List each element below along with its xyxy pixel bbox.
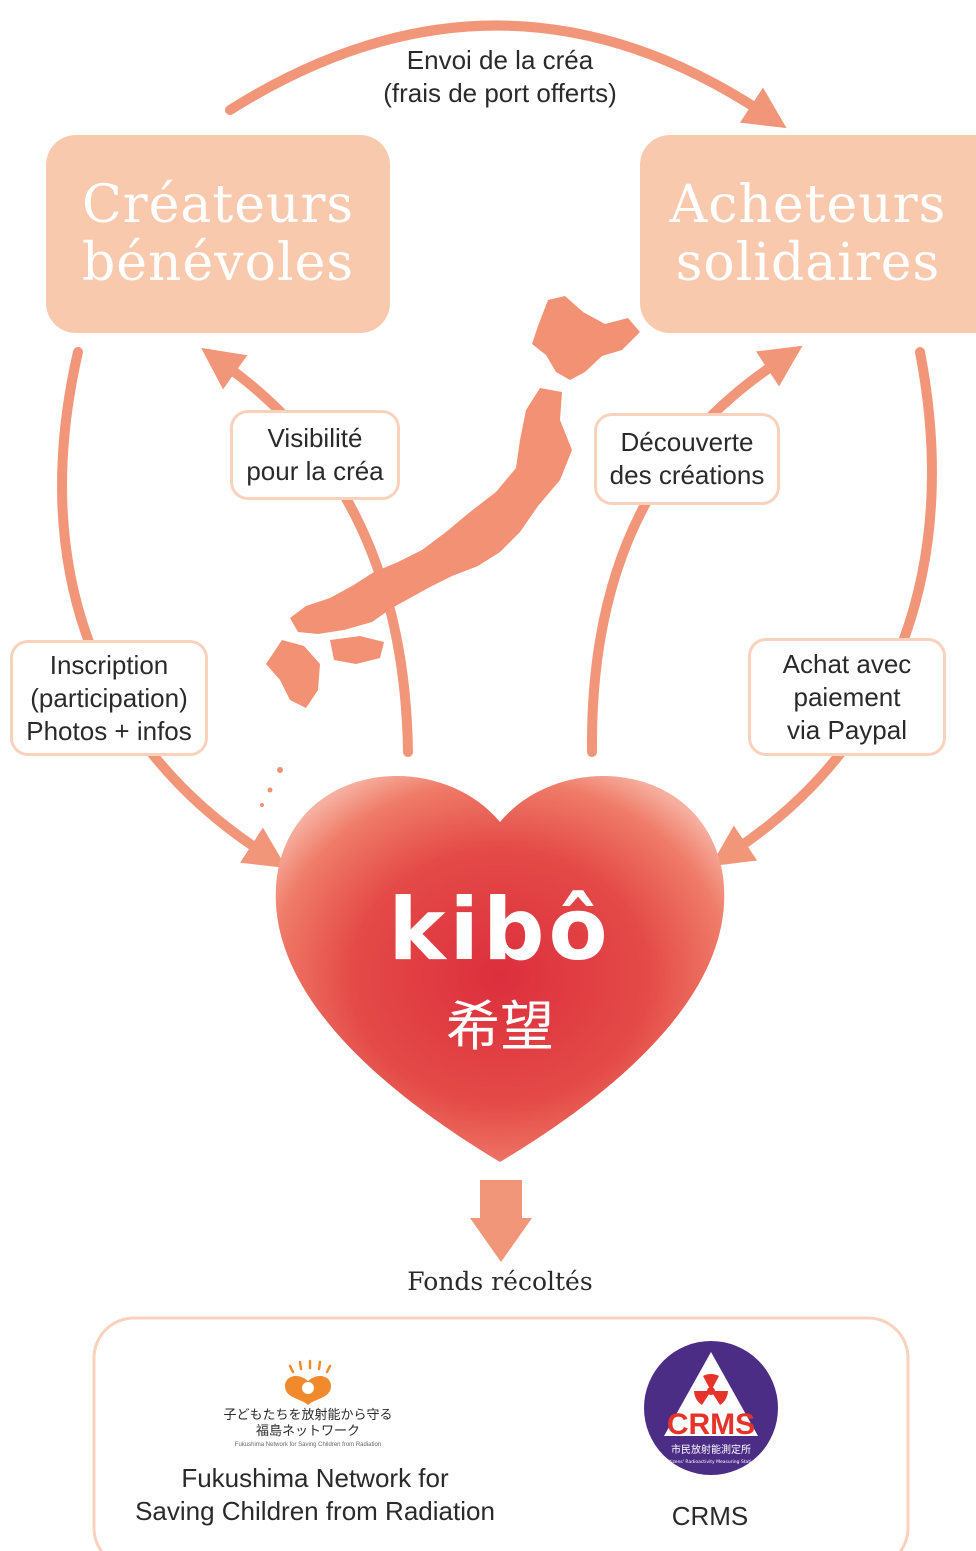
funds-label: Fonds récoltés — [407, 1267, 593, 1296]
visibility-line2: pour la créa — [246, 456, 384, 486]
left-outer-arrow — [57, 347, 287, 869]
buyers-line2: solidaires — [675, 233, 941, 293]
inscription-line3: Photos + infos — [26, 715, 192, 746]
creators-box: Créateurs bénévoles — [46, 135, 390, 333]
discovery-line1: Découverte — [620, 427, 754, 457]
left-inner-arrow — [201, 347, 413, 757]
right-outer-arrow — [710, 347, 937, 867]
top-arrow-line2: (frais de port offerts) — [383, 78, 617, 108]
purchase-line3: via Paypal — [787, 714, 907, 745]
heart-title: kibô — [388, 880, 612, 980]
discovery-line2: des créations — [609, 460, 765, 490]
top-arrow-line1: Envoi de la créa — [406, 45, 594, 75]
fukushima-logo-jp2: 福島ネットワーク — [255, 1424, 360, 1439]
visibility-bubble: Visibilité pour la créa — [230, 410, 400, 500]
heart-kanji: 希望 — [446, 995, 554, 1058]
fukushima-caption-line1: Fukushima Network for — [181, 1463, 449, 1493]
fukushima-heart-logo-icon — [285, 1359, 332, 1405]
crms-logo-jp: 市民放射能測定所 — [671, 1443, 751, 1456]
purchase-line1: Achat avec — [782, 648, 912, 679]
crms-caption: CRMS — [671, 1501, 749, 1531]
purchase-line2: paiement — [793, 681, 901, 712]
heart-icon — [275, 776, 725, 1162]
fukushima-caption: Fukushima Network for Saving Children fr… — [110, 1462, 520, 1528]
discovery-bubble: Découverte des créations — [594, 413, 780, 505]
top-arrow-label: Envoi de la créa (frais de port offerts) — [330, 44, 670, 110]
fukushima-caption-line2: Saving Children from Radiation — [135, 1496, 495, 1526]
fukushima-logo-jp1: 子どもたちを放射能から守る — [223, 1408, 393, 1423]
fukushima-logo-en: Fukushima Network for Saving Children fr… — [234, 1442, 382, 1448]
crms-logo-text: CRMS — [667, 1408, 755, 1441]
creators-line1: Créateurs — [81, 174, 355, 235]
buyers-box: Acheteurs solidaires — [640, 135, 976, 333]
purchase-bubble: Achat avec paiement via Paypal — [748, 638, 946, 756]
top-arrow — [225, 20, 787, 129]
right-inner-arrow — [586, 345, 803, 757]
japan-map-icon — [260, 296, 640, 807]
crms-logo-icon: CRMS 市民放射能測定所 Citizens' Radioactivity Me… — [644, 1341, 778, 1475]
creators-line2: bénévoles — [81, 233, 355, 293]
crms-logo-en: Citizens' Radioactivity Measuring Statio… — [665, 1459, 757, 1465]
inscription-bubble: Inscription (participation) Photos + inf… — [10, 640, 208, 756]
inscription-line1: Inscription — [49, 649, 169, 680]
buyers-line1: Acheteurs — [669, 174, 947, 235]
inscription-line2: (participation) — [30, 682, 188, 713]
visibility-line1: Visibilité — [267, 423, 363, 453]
funds-arrow — [470, 1180, 532, 1262]
